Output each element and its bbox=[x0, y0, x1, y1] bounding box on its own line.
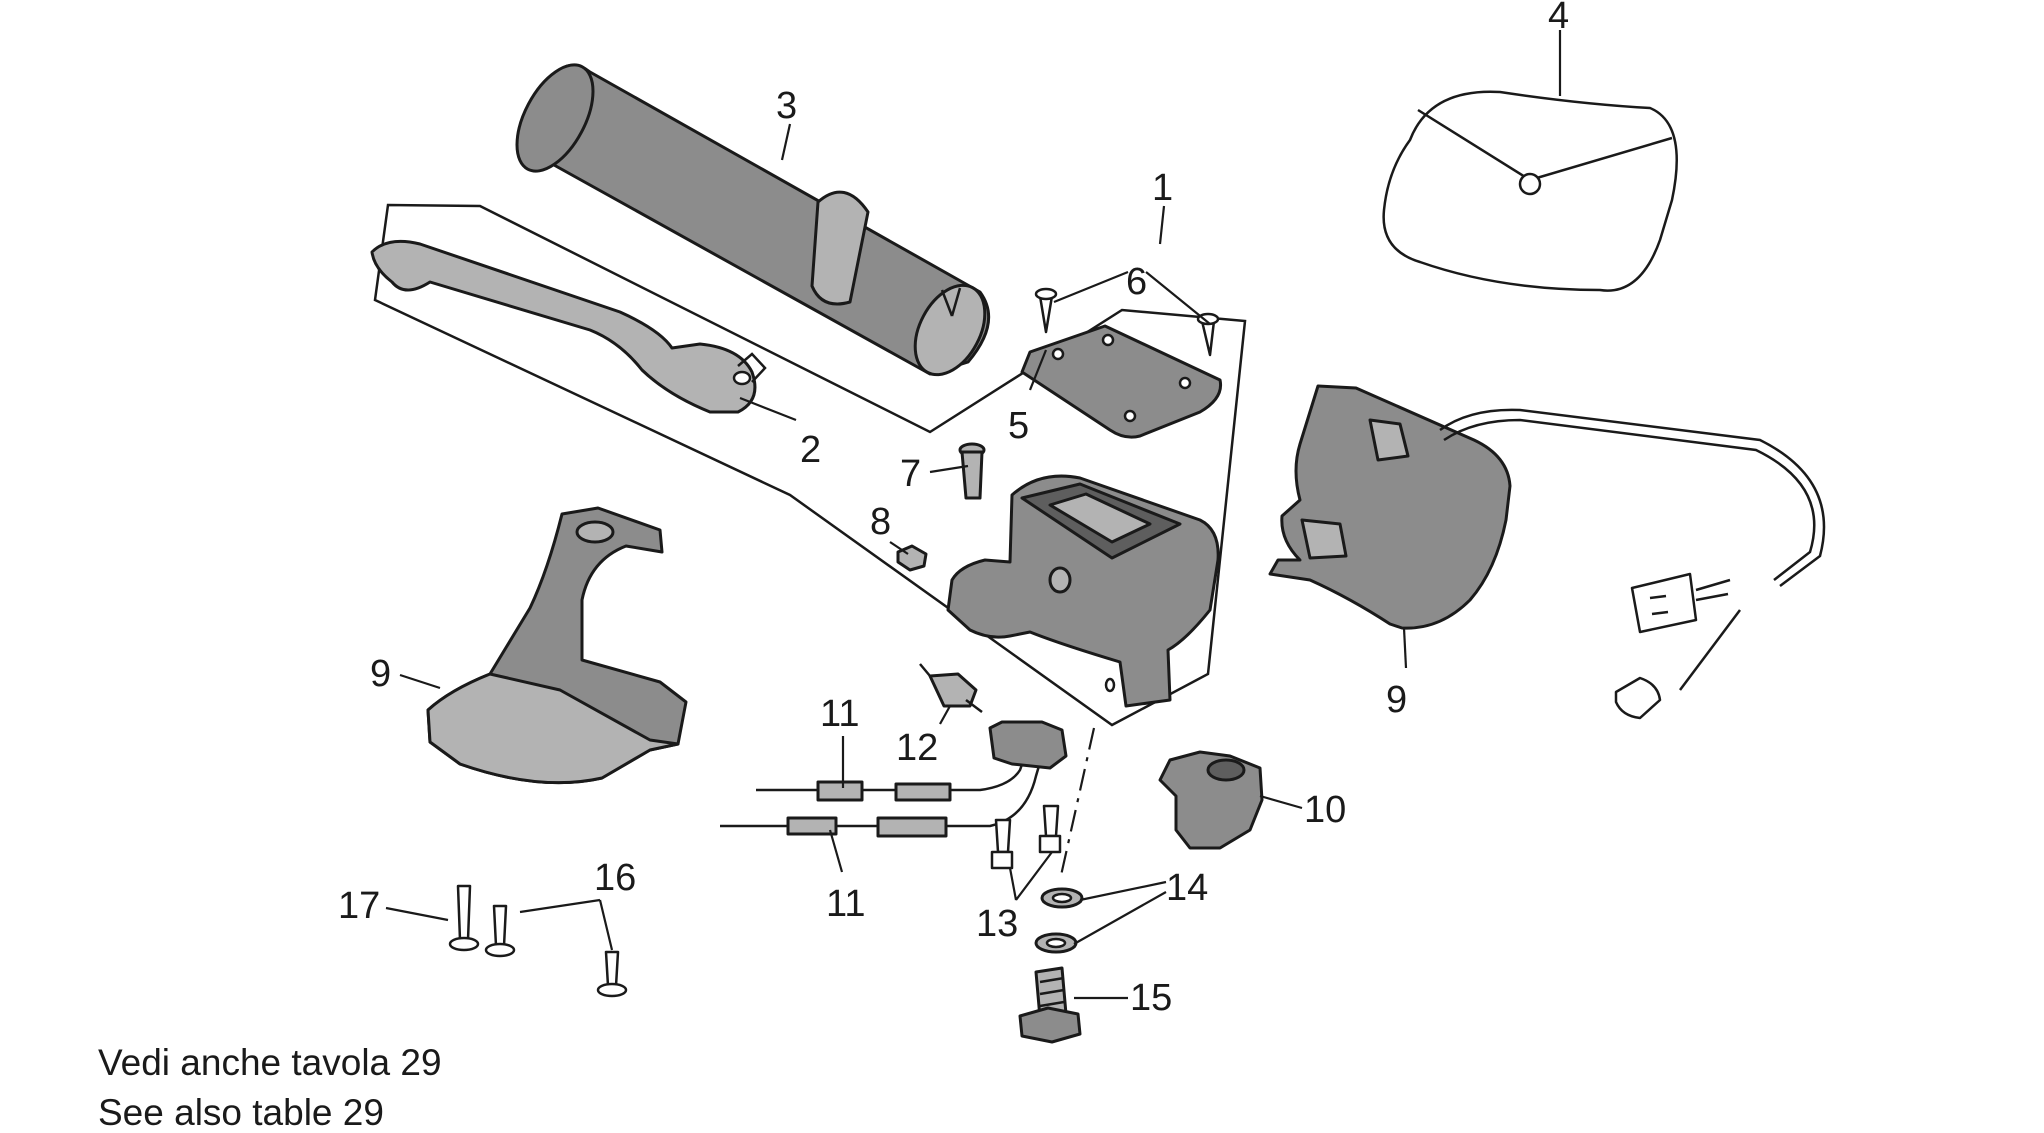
callout-12: 12 bbox=[896, 727, 938, 769]
callout-10: 10 bbox=[1304, 789, 1346, 831]
assembly-axis bbox=[1058, 727, 1096, 881]
callout-8: 8 bbox=[870, 501, 891, 543]
master-cylinder bbox=[946, 474, 1220, 708]
note-english: See also table 29 bbox=[98, 1092, 384, 1133]
callout-4: 4 bbox=[1548, 0, 1569, 37]
brake-lever bbox=[370, 239, 767, 414]
callout-9-left: 9 bbox=[370, 653, 391, 695]
clamp-screws bbox=[990, 804, 1062, 870]
callout-11-bottom: 11 bbox=[826, 883, 865, 925]
pivot-bolt bbox=[958, 442, 986, 500]
callout-6: 6 bbox=[1126, 261, 1147, 303]
copper-washers bbox=[1034, 887, 1084, 954]
callout-17: 17 bbox=[338, 885, 380, 927]
callout-14: 14 bbox=[1166, 867, 1208, 909]
callout-1: 1 bbox=[1152, 167, 1173, 209]
callout-9-right: 9 bbox=[1386, 679, 1407, 721]
callout-labels: 1 2 3 4 5 6 7 8 9 9 10 11 11 12 13 14 15… bbox=[338, 0, 1569, 1019]
leader-lines bbox=[385, 30, 1562, 1000]
cover-fixing-screws bbox=[448, 884, 628, 998]
callout-2: 2 bbox=[800, 429, 821, 471]
lever-group-outline bbox=[373, 203, 1247, 727]
reservoir-cover bbox=[1020, 324, 1223, 439]
note-italian: Vedi anche tavola 29 bbox=[98, 1042, 442, 1083]
right-switch-housing bbox=[1268, 384, 1826, 720]
left-switch-cover bbox=[426, 506, 688, 785]
handlebar-clamp bbox=[1158, 750, 1264, 850]
throttle-grip bbox=[515, 63, 991, 377]
banjo-bolt bbox=[1018, 966, 1082, 1044]
callout-3: 3 bbox=[776, 85, 797, 127]
callout-15: 15 bbox=[1130, 977, 1172, 1019]
callout-7: 7 bbox=[900, 453, 921, 495]
stop-switch bbox=[919, 663, 983, 713]
protective-cover bbox=[1382, 90, 1678, 292]
callout-16: 16 bbox=[594, 857, 636, 899]
callout-11-top: 11 bbox=[820, 693, 859, 735]
callout-13: 13 bbox=[976, 903, 1018, 945]
callout-5: 5 bbox=[1008, 405, 1029, 447]
cover-screws bbox=[1034, 287, 1220, 357]
switch-cables bbox=[720, 720, 1068, 838]
